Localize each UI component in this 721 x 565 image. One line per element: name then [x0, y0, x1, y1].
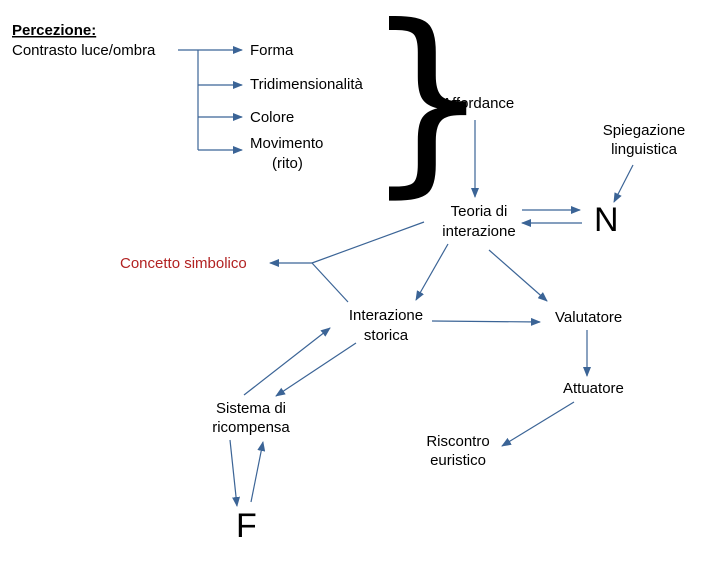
perception-source: Contrasto luce/ombra [12, 42, 156, 59]
node-spiegazione-line1: Spiegazione [603, 122, 686, 139]
node-teoria-line2: interazione [442, 223, 515, 240]
edge-sistema-to-f [229, 439, 241, 507]
edge-attuatore-to-riscontro [501, 401, 575, 447]
edge-teoria-to-junction [311, 221, 425, 264]
perception-item-colore: Colore [250, 109, 294, 126]
edge-teoria-to-interazione [415, 243, 449, 301]
perception-branches [178, 46, 243, 154]
node-teoria-line1: Teoria di [451, 203, 508, 220]
node-affordance: Affordance [442, 95, 514, 112]
edge-interazione-to-sistema [275, 342, 357, 397]
perception-item-movimento: Movimento [250, 135, 323, 152]
node-f: F [236, 507, 257, 545]
node-riscontro-line1: Riscontro [426, 433, 489, 450]
node-spiegazione-line2: linguistica [611, 141, 678, 158]
edge-sistema-to-interazione [243, 327, 331, 396]
perception-title: Percezione: [12, 22, 96, 39]
edge-f-to-sistema [250, 441, 266, 503]
node-concetto-simbolico: Concetto simbolico [120, 255, 247, 272]
edge-teoria-to-valutatore [488, 249, 548, 302]
node-attuatore: Attuatore [563, 380, 624, 397]
node-sistema-line2: ricompensa [212, 419, 290, 436]
curly-brace: } [364, 0, 491, 216]
node-interazione-line2: storica [364, 327, 409, 344]
perception-item-tridimensionalita: Tridimensionalità [250, 76, 363, 93]
edge-interazione-to-junction [311, 262, 349, 303]
node-n: N [594, 201, 619, 239]
node-interazione-line1: Interazione [349, 307, 423, 324]
node-sistema-line1: Sistema di [216, 400, 286, 417]
perception-item-forma: Forma [250, 42, 294, 59]
edge-interazione-to-valutatore [431, 317, 541, 326]
node-valutatore: Valutatore [555, 309, 622, 326]
node-riscontro-line2: euristico [430, 452, 486, 469]
perception-item-rito: (rito) [272, 155, 303, 172]
edge-spiegazione-to-n [613, 164, 634, 203]
